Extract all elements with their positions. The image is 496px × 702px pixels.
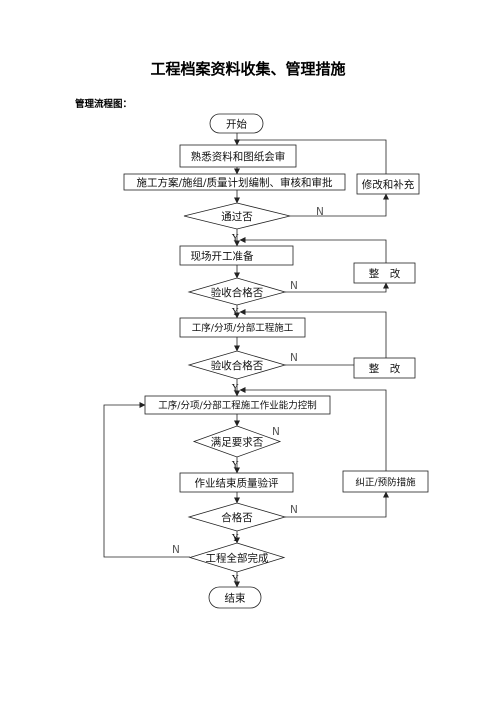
no-label-accept2: N — [290, 352, 298, 364]
site-prep-node: 现场开工准备 — [179, 245, 294, 266]
no-label-alldone: N — [172, 544, 180, 556]
qualified-label: 合格否 — [221, 511, 253, 524]
process-construct-label: 工序/分项/分部工程施工 — [192, 322, 294, 334]
connectors — [103, 133, 389, 588]
no-label-meetreq: N — [272, 426, 280, 438]
no-label-pass: N — [316, 206, 324, 218]
edge-alldone-no-back — [103, 402, 190, 558]
yes-label-accept2: Y — [231, 383, 239, 394]
edge-accept1-no-rectify — [285, 282, 389, 293]
all-done-label: 工程全部完成 — [206, 552, 269, 565]
all-done-decision: 工程全部完成 — [188, 542, 286, 573]
process-construct-node: 工序/分项/分部工程施工 — [179, 317, 306, 338]
site-prep-label: 现场开工准备 — [191, 250, 254, 263]
corrective-node: 纠正/预防措施 — [342, 470, 429, 493]
yes-label-pass: Y — [231, 233, 239, 244]
end-label: 结束 — [225, 592, 246, 605]
plan-label: 施工方案/施组/质量计划编制、审核和审批 — [136, 176, 333, 189]
end-node: 结束 — [208, 586, 262, 609]
corrective-label: 纠正/预防措施 — [355, 477, 416, 489]
edge-pass-no-modify — [290, 193, 389, 217]
plan-node: 施工方案/施组/质量计划编制、审核和审批 — [123, 173, 346, 191]
meet-req-decision: 满足要求否 — [192, 425, 282, 458]
quality-eval-label: 作业结束质量验评 — [195, 477, 279, 490]
rectify-1-label: 整 改 — [369, 267, 401, 280]
yes-label-qualified: Y — [231, 533, 239, 544]
yes-label-meetreq: Y — [231, 460, 239, 471]
accept-1-decision: 验收合格否 — [187, 277, 287, 306]
rectify-1-node: 整 改 — [353, 262, 416, 284]
quality-eval-node: 作业结束质量验评 — [179, 472, 294, 493]
rectify-2-label: 整 改 — [369, 362, 401, 375]
modify-node: 修改和补充 — [356, 173, 420, 195]
edge-modify-back — [237, 139, 387, 174]
yes-label-accept1: Y — [231, 307, 239, 318]
meet-req-label: 满足要求否 — [211, 437, 264, 449]
accept-1-label: 验收合格否 — [211, 286, 264, 299]
no-label-qualified: N — [290, 504, 298, 516]
start-node: 开始 — [209, 113, 264, 134]
edge-rectify2-back — [239, 309, 387, 358]
edge-qualified-no-corrective — [285, 491, 389, 518]
accept-2-label: 验收合格否 — [211, 359, 264, 372]
edge-rectify1-back — [239, 237, 387, 263]
modify-label: 修改和补充 — [362, 178, 415, 191]
page-title: 工程档案资料收集、管理措施 — [150, 60, 346, 78]
rectify-2-node: 整 改 — [353, 357, 416, 379]
qualified-decision: 合格否 — [187, 502, 287, 532]
branch-labels: Y Y Y Y Y Y N N N N N N — [172, 206, 324, 585]
page-subtitle: 管理流程图： — [75, 99, 133, 110]
capability-control-node: 工序/分项/分部工程施工作业能力控制 — [144, 395, 331, 415]
start-label: 开始 — [226, 118, 247, 131]
capability-control-label: 工序/分项/分部工程施工作业能力控制 — [158, 400, 316, 412]
edge-corrective-back — [239, 387, 387, 471]
no-label-accept1: N — [290, 280, 298, 292]
pass-decision-label: 通过否 — [221, 210, 253, 223]
accept-2-decision: 验收合格否 — [187, 350, 287, 380]
familiarize-node: 熟悉资料和图纸会审 — [179, 144, 297, 168]
pass-decision: 通过否 — [183, 202, 291, 230]
yes-label-alldone: Y — [231, 574, 239, 585]
familiarize-label: 熟悉资料和图纸会审 — [191, 150, 286, 163]
